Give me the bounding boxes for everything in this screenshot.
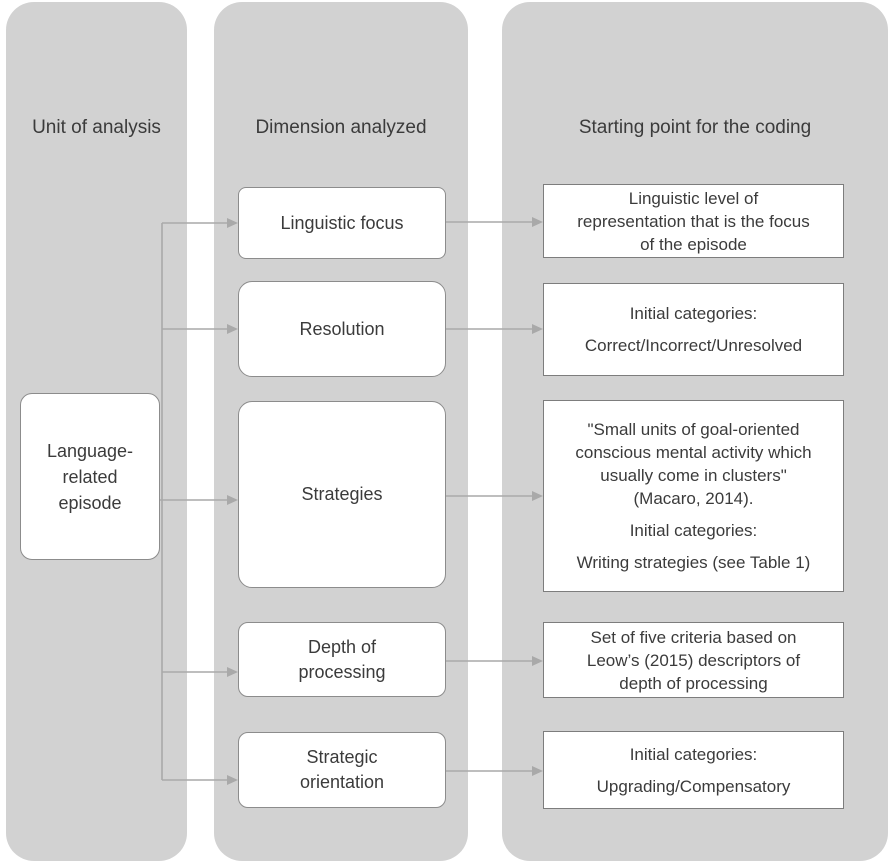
coding-paragraph: Initial categories: [630,519,758,542]
coding-paragraph: Correct/Incorrect/Unresolved [585,334,802,357]
dimension-label: Strategic [306,747,378,767]
coding-line: "Small units of goal-oriented [587,420,800,439]
dimension-box-strategies: Strategies [238,401,446,588]
coding-paragraph: Upgrading/Compensatory [597,775,791,798]
coding-line: Writing strategies (see Table 1) [576,553,811,572]
dimension-box-linguistic-focus: Linguistic focus [238,187,446,259]
coding-line: Leow’s (2015) descriptors of [586,650,801,670]
coding-line: Set of five criteria based on [590,627,797,647]
dimension-label: Depth of [307,636,377,657]
dimension-label: orientation [299,772,385,792]
coding-paragraph: Writing strategies (see Table 1) [577,551,811,574]
dimension-label: Resolution [299,318,385,339]
coding-paragraph: Set of five criteria based on Leow’s (20… [587,626,800,695]
coding-line: depth of processing [619,673,768,693]
coding-box-strategic-orientation: Initial categories: Upgrading/Compensato… [543,731,844,809]
dimension-box-depth-of-processing: Depth of processing [238,622,446,697]
dimension-label: Linguistic focus [280,212,404,233]
coding-line: of the episode [640,234,747,254]
coding-line: Initial categories: [629,521,758,540]
dimension-box-strategic-orientation: Strategic orientation [238,732,446,808]
coding-line: representation that is the focus [577,211,810,231]
coding-box-linguistic-focus: Linguistic level of representation that … [543,184,844,258]
language-related-episode-box: Language- related episode [20,393,160,560]
coding-paragraph: "Small units of goal-oriented conscious … [575,418,811,510]
unit-box-line: episode [58,492,122,513]
coding-paragraph: Linguistic level of representation that … [577,187,809,256]
unit-box-line: related [62,466,118,487]
coding-line: Upgrading/Compensatory [596,776,791,796]
dimension-box-resolution: Resolution [238,281,446,377]
coding-box-strategies: "Small units of goal-oriented conscious … [543,400,844,592]
coding-line: Initial categories: [629,744,758,764]
coding-line: conscious mental activity which [575,443,812,462]
coding-line: Linguistic level of [628,188,759,208]
coding-line: Correct/Incorrect/Unresolved [584,336,803,355]
dimension-label: Strategies [301,484,383,504]
column-header-starting-point: Starting point for the coding [578,117,812,138]
column-header-dimension-analyzed: Dimension analyzed [255,117,427,138]
coding-line: usually come in clusters" [600,466,787,485]
coding-paragraph: Initial categories: [630,743,758,766]
coding-line: (Macaro, 2014). [633,489,754,508]
dimension-label: processing [298,661,386,682]
unit-box-line: Language- [46,440,134,461]
column-header-unit-of-analysis: Unit of analysis [32,117,161,138]
coding-line: Initial categories: [629,304,758,323]
coding-box-depth-of-processing: Set of five criteria based on Leow’s (20… [543,622,844,698]
coding-box-resolution: Initial categories: Correct/Incorrect/Un… [543,283,844,376]
coding-paragraph: Initial categories: [630,302,758,325]
